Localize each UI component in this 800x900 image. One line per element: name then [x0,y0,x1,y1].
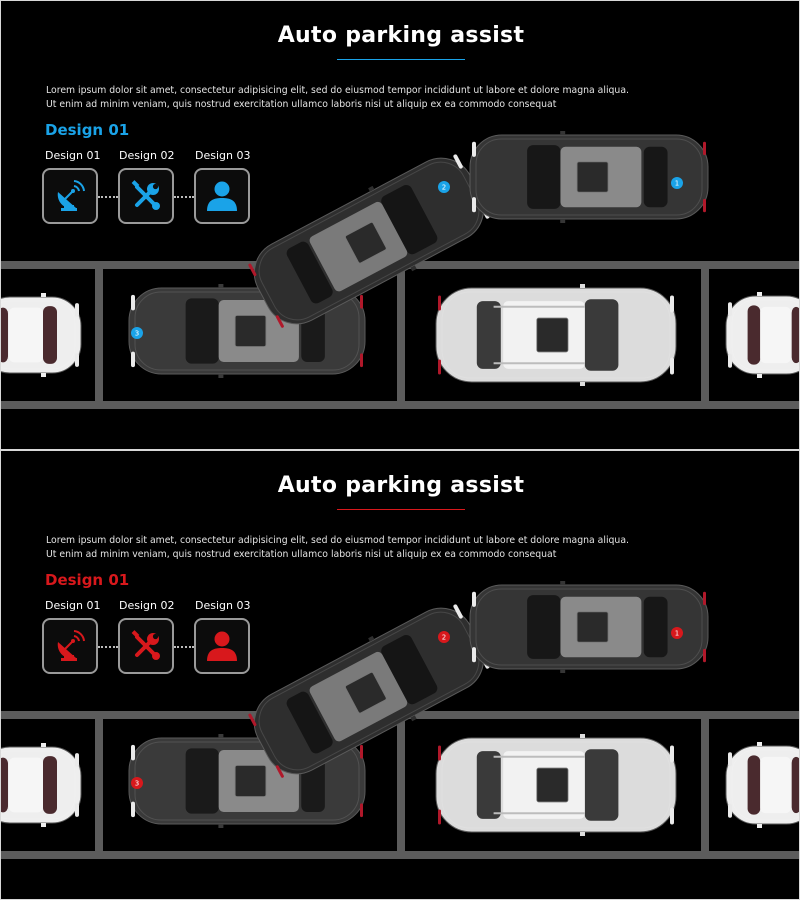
svg-text:2: 2 [442,184,446,192]
position-marker: 2 [438,631,450,643]
design-03-button[interactable] [194,168,250,224]
satellite-dish-icon [57,180,85,211]
tab-label-design-03: Design 03 [195,149,251,162]
connector-dots [98,196,118,198]
tab-label-design-03: Design 03 [195,599,251,612]
panel-blue: 1 2 3 Auto parking assist Lorem ipsum dolo… [0,0,800,450]
tab-label-design-02: Design 02 [119,149,175,162]
tab-label-design-01: Design 01 [45,599,101,612]
space-divider [95,261,103,409]
svg-text:2: 2 [442,634,446,642]
grey-car-turning [248,154,490,328]
position-marker: 2 [438,181,450,193]
connector-dots [98,646,118,648]
description-line-1: Lorem ipsum dolor sit amet, consectetur … [46,535,629,546]
position-marker: 1 [671,177,683,189]
white-suv [435,284,677,386]
parking-illustration: 1 2 3 [1,131,799,409]
design-02-button[interactable] [118,168,174,224]
svg-text:3: 3 [135,780,139,788]
grey-car-turning [248,604,490,778]
position-marker: 3 [131,777,143,789]
section-heading: Design 01 [45,121,130,139]
position-marker: 1 [671,627,683,639]
svg-text:1: 1 [675,630,679,638]
section-heading: Design 01 [45,571,130,589]
design-03-button[interactable] [194,618,250,674]
wrench-screwdriver-icon [131,180,160,210]
design-02-button[interactable] [118,618,174,674]
svg-text:1: 1 [675,180,679,188]
white-suv [435,734,677,836]
description: Lorem ipsum dolor sit amet, consectetur … [46,84,666,112]
white-car-left [1,293,82,377]
connector-dots [174,196,194,198]
space-divider [397,711,405,859]
tab-label-design-02: Design 02 [119,599,175,612]
design-01-button[interactable] [42,618,98,674]
wrench-screwdriver-icon [131,630,160,660]
space-divider [95,711,103,859]
description-line-2: Ut enim ad minim veniam, quis nostrud ex… [46,549,557,560]
space-divider [701,261,709,409]
page-title: Auto parking assist [277,473,525,498]
tab-label-design-01: Design 01 [45,149,101,162]
page-title: Auto parking assist [277,23,525,48]
parking-scene: 1 2 3 [1,121,799,449]
svg-text:3: 3 [135,330,139,338]
white-car-right [725,742,799,828]
white-car-left [1,743,82,827]
connector-dots [174,646,194,648]
position-marker: 3 [131,327,143,339]
grey-car-front [469,131,709,223]
design-01-button[interactable] [42,168,98,224]
satellite-dish-icon [57,630,85,661]
user-icon [207,181,237,211]
grey-car-front [469,581,709,673]
panel-red: 1 2 3 Auto parking assist Lorem ipsum dolo… [0,450,800,900]
user-icon [207,631,237,661]
description-line-1: Lorem ipsum dolor sit amet, consectetur … [46,85,629,96]
space-divider [397,261,405,409]
title-underline [337,59,465,60]
white-car-right [725,292,799,378]
space-divider [701,711,709,859]
description: Lorem ipsum dolor sit amet, consectetur … [46,534,666,562]
parking-scene: 1 2 3 [1,571,799,899]
description-line-2: Ut enim ad minim veniam, quis nostrud ex… [46,99,557,110]
parking-illustration: 1 2 3 [1,581,799,859]
title-underline [337,509,465,510]
